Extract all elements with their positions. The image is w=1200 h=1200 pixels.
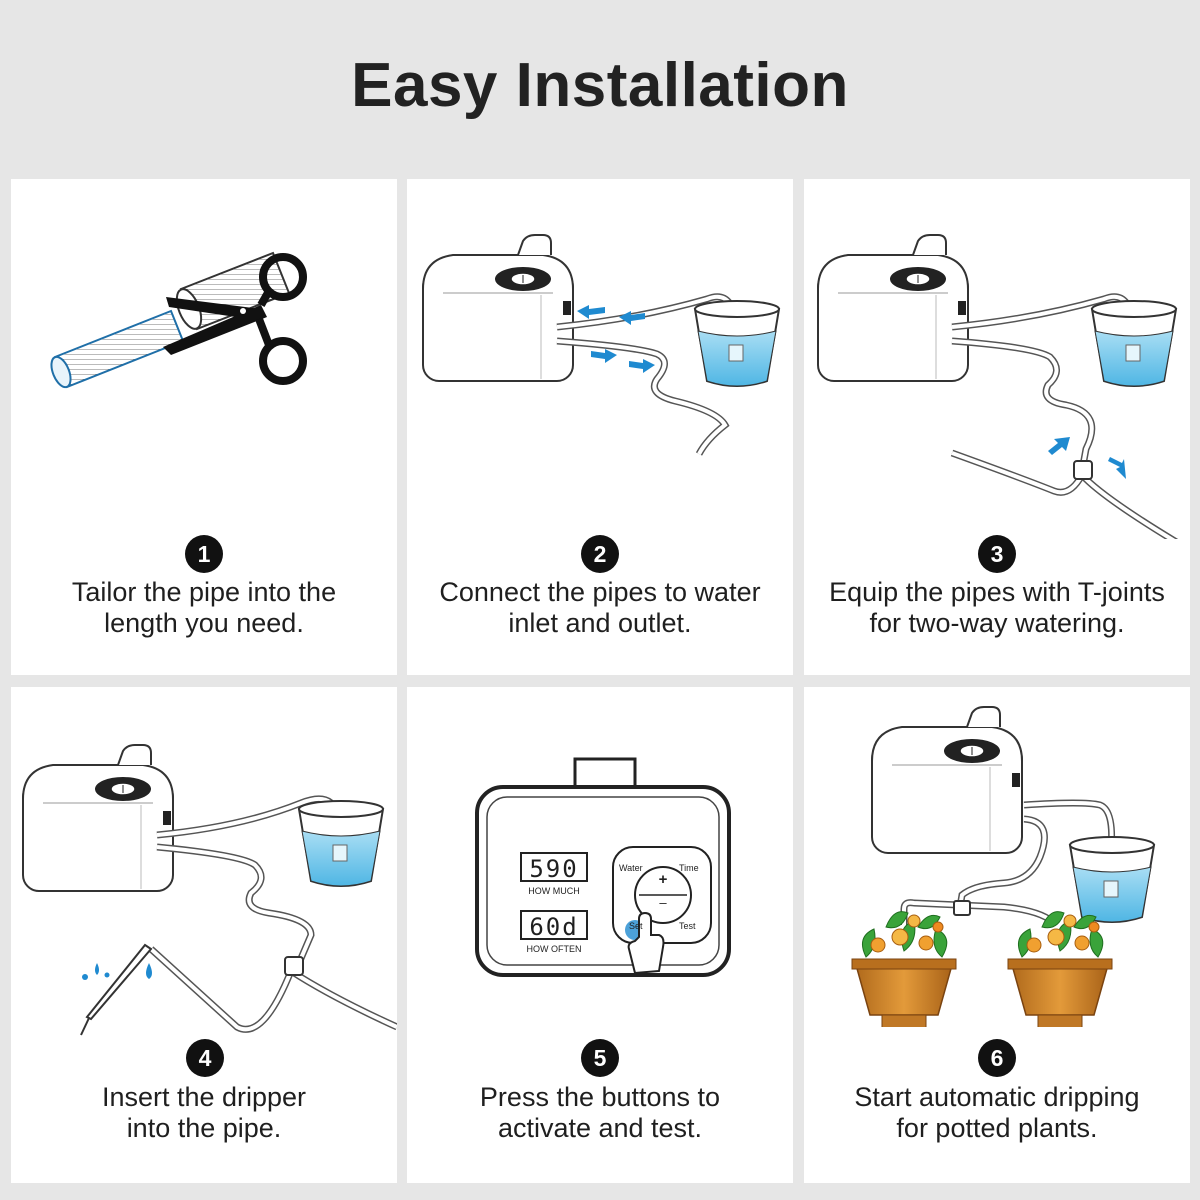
- amount-label: HOW MUCH: [528, 886, 580, 896]
- t-joint-icon: [953, 900, 971, 916]
- page-title: Easy Installation: [351, 51, 849, 120]
- step-panel-2: 2 Connect the pipes to water inlet and o…: [407, 179, 793, 675]
- step-number-badge: 3: [978, 535, 1016, 573]
- step-caption: Equip the pipes with T-joints for two-wa…: [829, 577, 1165, 638]
- potted-plant-icon: [851, 910, 957, 1027]
- bucket-icon: [1069, 836, 1155, 923]
- control-panel-illustration: [475, 757, 731, 977]
- test-button-label[interactable]: Test: [679, 921, 696, 931]
- hand-pointer-icon: [627, 911, 665, 975]
- water-button-label[interactable]: Water: [619, 863, 643, 873]
- step-panel-3: 3 Equip the pipes with T-joints for two-…: [804, 179, 1190, 675]
- water-drop-icon: [82, 963, 152, 980]
- step-panel-1: 1 Tailor the pipe into the length you ne…: [11, 179, 397, 675]
- step-caption: Connect the pipes to water inlet and out…: [439, 577, 761, 638]
- t-joint-icon: [1073, 460, 1093, 480]
- step-number-badge: 4: [186, 1039, 224, 1077]
- step-panel-4: 4 Insert the dripper into the pipe.: [11, 687, 397, 1183]
- arrow-icon: [1048, 437, 1126, 479]
- water-pump-icon: [422, 234, 574, 382]
- minus-button[interactable]: –: [659, 895, 667, 910]
- t-joint-illustration: [817, 234, 1179, 539]
- amount-display: 590: [529, 855, 579, 883]
- pipe-cutting-illustration: [50, 251, 307, 389]
- step-number-badge: 2: [581, 535, 619, 573]
- water-pump-icon: [22, 744, 174, 892]
- water-pump-icon: [817, 234, 969, 382]
- step-caption: Press the buttons to activate and test.: [479, 1082, 721, 1143]
- step-panel-6: 6 Start automatic dripping for potted pl…: [804, 687, 1190, 1183]
- arrow-icon: [577, 305, 655, 373]
- interval-label: HOW OFTEN: [526, 944, 582, 954]
- pipe-connection-illustration: [422, 234, 780, 456]
- set-button-label[interactable]: Set: [629, 921, 643, 931]
- potted-plants-illustration: [851, 706, 1155, 1027]
- step-number-badge: 1: [185, 535, 223, 573]
- dripper-illustration: [22, 744, 397, 1036]
- t-joint-icon: [284, 956, 304, 976]
- potted-plant-icon: [1007, 910, 1113, 1027]
- scissors-icon: [163, 253, 307, 385]
- control-panel-icon: [475, 757, 731, 977]
- step-panel-5: 590 HOW MUCH 60d HOW OFTEN Water Time + …: [407, 687, 793, 1183]
- step-caption: Tailor the pipe into the length you need…: [71, 577, 337, 638]
- dripper-icon: [80, 943, 153, 1036]
- interval-display: 60d: [529, 913, 579, 941]
- bucket-icon: [298, 800, 384, 887]
- time-button-label[interactable]: Time: [679, 863, 699, 873]
- water-pump-icon: [871, 706, 1023, 854]
- step-caption: Start automatic dripping for potted plan…: [854, 1082, 1140, 1143]
- bucket-icon: [1091, 300, 1177, 387]
- plus-button[interactable]: +: [658, 871, 668, 888]
- step-number-badge: 6: [978, 1039, 1016, 1077]
- step-caption: Insert the dripper into the pipe.: [101, 1082, 307, 1143]
- step-number-badge: 5: [581, 1039, 619, 1077]
- bucket-icon: [694, 300, 780, 387]
